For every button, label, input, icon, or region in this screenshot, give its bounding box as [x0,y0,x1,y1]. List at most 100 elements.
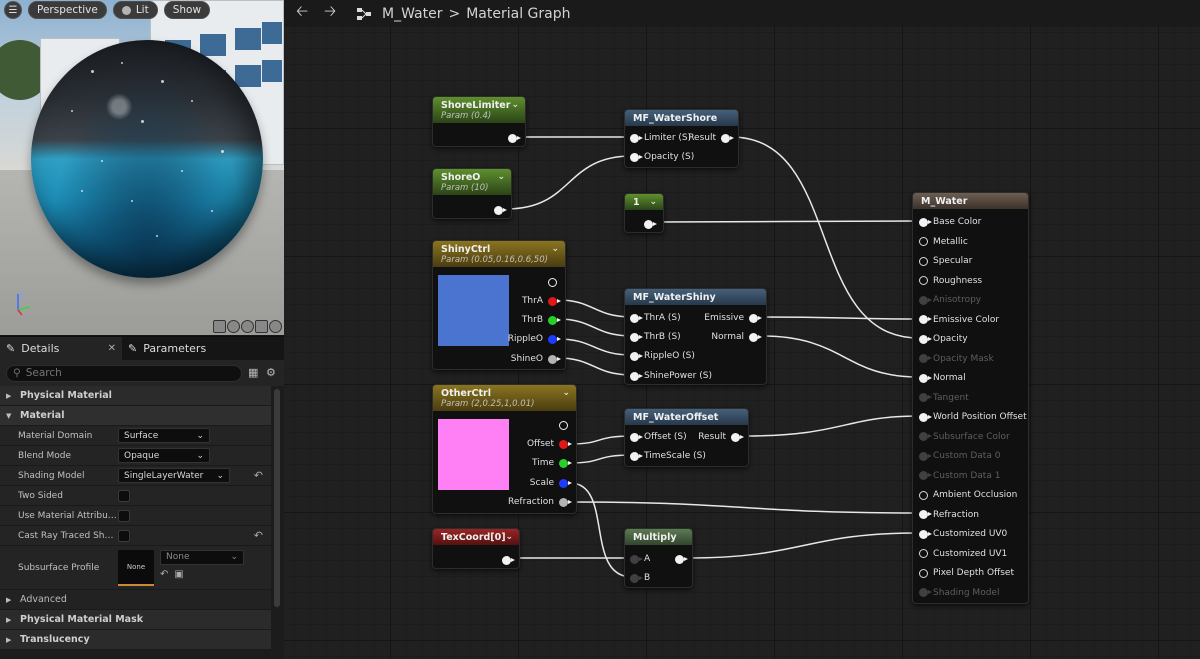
chevron-down-icon[interactable]: ⌄ [562,388,570,398]
result-pin-opacity[interactable]: Opacity [919,332,968,346]
pin-result[interactable]: Result [698,430,744,444]
pin-out[interactable] [508,131,521,145]
lit-button[interactable]: Lit [112,1,158,19]
show-button[interactable]: Show [163,1,211,19]
result-pin-roughness[interactable]: Roughness [919,274,982,288]
result-pin-refraction[interactable]: Refraction [919,508,979,522]
pin-out[interactable] [494,203,507,217]
chevron-down-icon[interactable]: ⌄ [511,100,519,110]
node-mf-water-offset[interactable]: MF_WaterOffset Offset (S) TimeScale (S) … [624,408,749,467]
node-mf-water-shiny[interactable]: MF_WaterShiny ThrA (S) ThrB (S) RippleO … [624,288,767,385]
tab-details[interactable]: ✎ Details ✕ [0,337,122,360]
pin-out[interactable] [644,217,657,231]
node-texcoord[interactable]: TexCoord[0]⌄ [432,528,520,569]
close-icon[interactable]: ✕ [107,343,116,354]
tab-parameters[interactable]: ✎ Parameters [122,337,212,360]
pin-rippleo-in[interactable]: RippleO (S) [630,349,695,363]
reset-icon[interactable]: ↶ [253,469,263,482]
section-physical-material[interactable]: ▶Physical Material [0,386,271,406]
search-input[interactable] [25,367,196,379]
result-pin-custom-data-1[interactable]: Custom Data 1 [919,469,1000,483]
result-pin-ambient-occlusion[interactable]: Ambient Occlusion [919,488,1017,502]
two-sided-checkbox[interactable] [118,489,130,502]
pin-rgba-out[interactable] [548,275,557,289]
teapot-icon[interactable] [269,320,282,333]
perspective-button[interactable]: Perspective [28,1,107,19]
material-domain-select[interactable]: Surface⌄ [118,428,210,443]
result-pin-metallic[interactable]: Metallic [919,235,968,249]
result-pin-tangent[interactable]: Tangent [919,391,969,405]
section-advanced[interactable]: ▶Advanced [0,590,271,610]
node-constant[interactable]: 1⌄ [624,193,664,233]
result-pin-shading-model[interactable]: Shading Model [919,586,999,600]
cast-ray-traced-checkbox[interactable] [118,529,130,542]
pin-opacity[interactable]: Opacity (S) [630,150,694,164]
reset-icon[interactable]: ↶ [253,529,263,542]
section-physical-material-mask[interactable]: ▶Physical Material Mask [0,610,271,630]
pin-limiter[interactable]: Limiter (S) [630,131,691,145]
pin-offset[interactable]: Offset [527,437,572,451]
subsurface-thumbnail[interactable]: None [118,549,154,586]
result-pin-opacity-mask[interactable]: Opacity Mask [919,352,994,366]
result-pin-pixel-depth-offset[interactable]: Pixel Depth Offset [919,566,1014,580]
pin-out[interactable] [675,552,688,566]
pin-thrb[interactable]: ThrB [522,313,561,327]
pin-thra-in[interactable]: ThrA (S) [630,311,681,325]
details-scrollbar[interactable] [274,389,280,607]
result-pin-emissive-color[interactable]: Emissive Color [919,313,999,327]
cylinder-icon[interactable] [213,320,226,333]
result-pin-anisotropy[interactable]: Anisotropy [919,293,981,307]
pin-shineo[interactable]: ShineO [511,352,561,366]
pin-offset-in[interactable]: Offset (S) [630,430,687,444]
section-translucency[interactable]: ▶Translucency [0,630,271,650]
pin-scale[interactable]: Scale [530,476,572,490]
result-pin-normal[interactable]: Normal [919,371,966,385]
node-mf-water-shore[interactable]: MF_WaterShore Limiter (S) Opacity (S) Re… [624,109,739,168]
breadcrumb-asset[interactable]: M_Water [382,5,443,22]
menu-icon[interactable]: ☰ [4,1,22,19]
pin-b[interactable]: B [630,571,650,585]
back-arrow-icon[interactable]: 🡠 [296,2,309,20]
pin-result[interactable]: Result [688,131,734,145]
pin-a[interactable]: A [630,552,650,566]
pin-rgba-out[interactable] [559,418,568,432]
forward-arrow-icon[interactable]: 🡢 [324,2,337,20]
result-pin-custom-data-0[interactable]: Custom Data 0 [919,449,1000,463]
cube-icon[interactable] [255,320,268,333]
pin-normal-out[interactable]: Normal [711,330,762,344]
chevron-down-icon[interactable]: ⌄ [649,197,657,207]
pin-thra[interactable]: ThrA [522,294,561,308]
use-material-attributes-checkbox[interactable] [118,509,130,522]
result-pin-world-position-offset[interactable]: World Position Offset [919,410,1027,424]
blend-mode-select[interactable]: Opaque⌄ [118,448,210,463]
pin-thrb-in[interactable]: ThrB (S) [630,330,681,344]
chevron-down-icon[interactable]: ⌄ [497,172,505,182]
section-material[interactable]: ▼Material [0,406,271,426]
chevron-down-icon[interactable]: ⌄ [551,244,559,254]
result-pin-base-color[interactable]: Base Color [919,215,981,229]
result-pin-subsurface-color[interactable]: Subsurface Color [919,430,1010,444]
subsurface-profile-select[interactable]: None⌄ [160,549,244,565]
node-multiply[interactable]: Multiply A B [624,528,693,588]
browse-icon[interactable]: ↶ [160,568,169,580]
result-pin-customized-uv0[interactable]: Customized UV0 [919,527,1007,541]
pin-refraction[interactable]: Refraction [508,495,572,509]
result-pin-specular[interactable]: Specular [919,254,972,268]
pin-time[interactable]: Time [532,456,572,470]
chevron-down-icon[interactable]: ⌄ [505,532,513,542]
folder-icon[interactable]: ▣ [174,568,184,580]
result-pin-customized-uv1[interactable]: Customized UV1 [919,547,1007,561]
material-preview-viewport[interactable]: ☰ Perspective Lit Show Z [0,0,284,335]
pin-shinepower-in[interactable]: ShinePower (S) [630,369,712,383]
pin-emissive-out[interactable]: Emissive [704,311,762,325]
pin-timescale-in[interactable]: TimeScale (S) [630,449,706,463]
sphere-icon[interactable] [227,320,240,333]
pin-out[interactable] [502,553,515,567]
table-view-icon[interactable]: ▦ [248,366,259,379]
shading-model-select[interactable]: SingleLayerWater⌄ [118,468,230,483]
